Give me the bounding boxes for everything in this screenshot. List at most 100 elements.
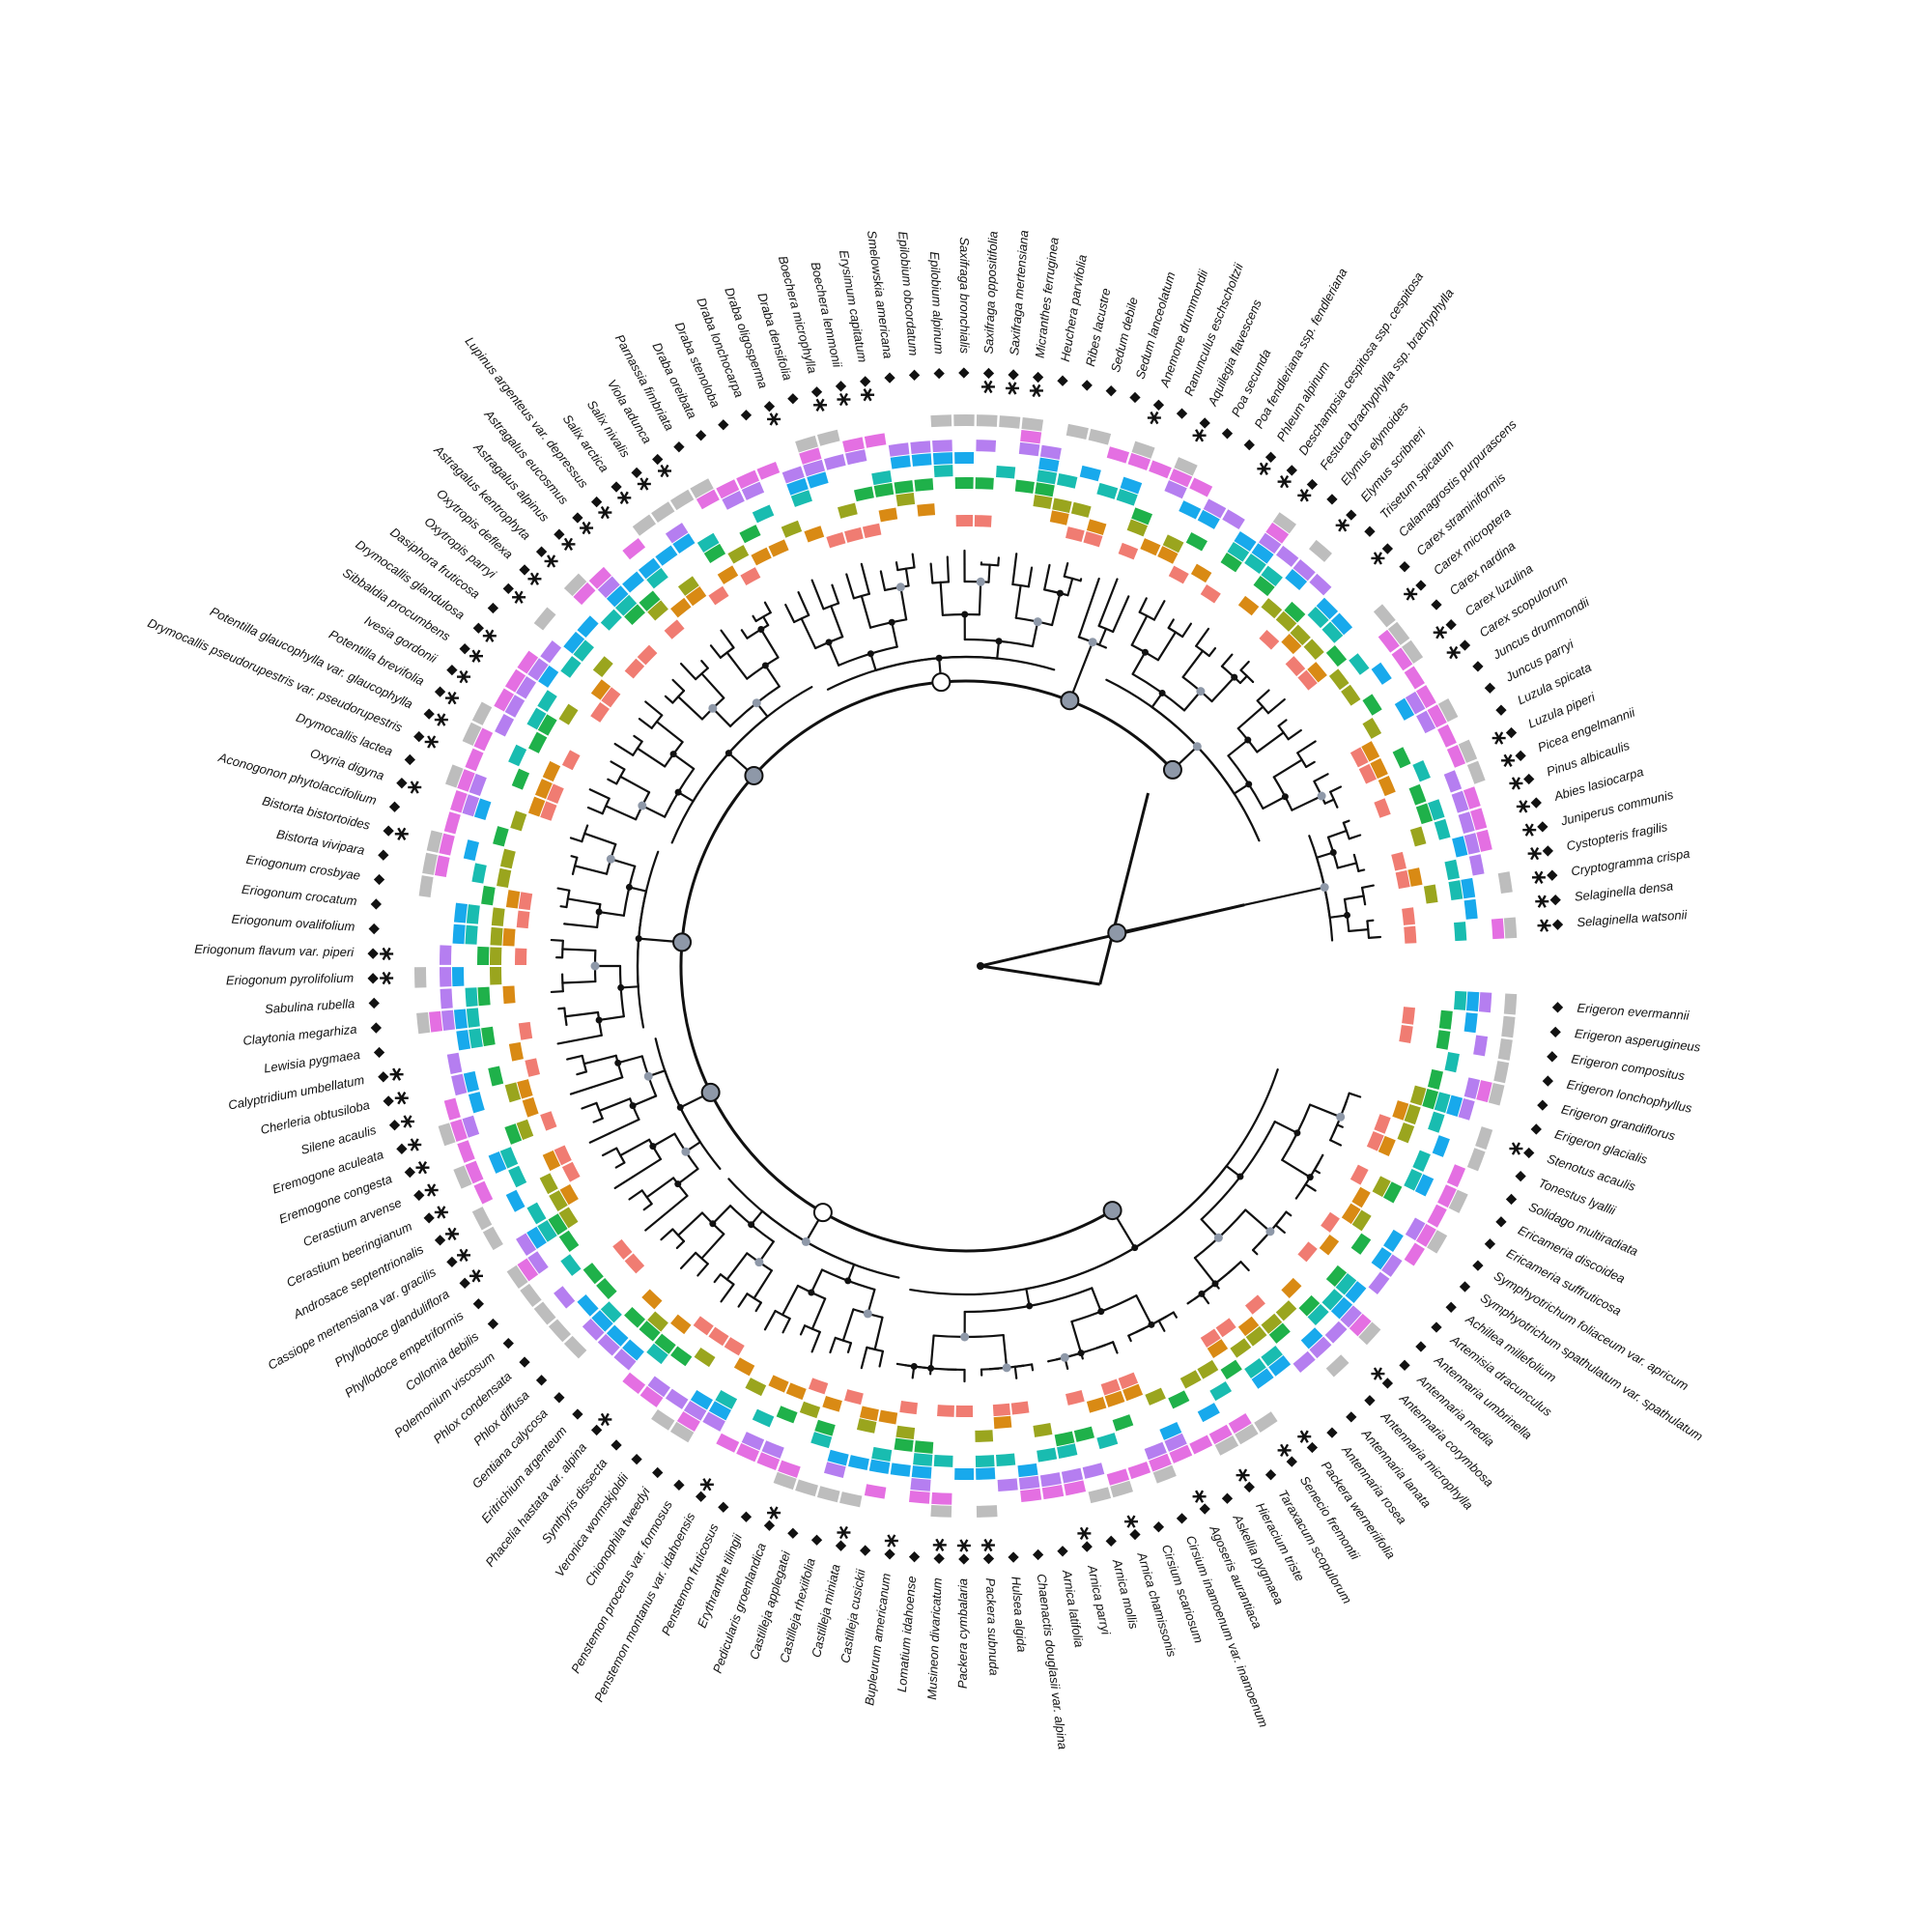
trait-block <box>1404 925 1417 944</box>
trait-block <box>745 1378 767 1397</box>
trait-block <box>690 478 714 498</box>
trait-block <box>1061 1467 1084 1484</box>
trait-block <box>1189 477 1213 497</box>
tip-branch <box>1348 1092 1362 1098</box>
trait-block <box>601 687 621 708</box>
trait-block <box>1325 645 1348 668</box>
trait-block <box>1298 1294 1321 1317</box>
diamond-icon <box>554 528 565 540</box>
diamond-icon <box>611 481 622 493</box>
clade-arc <box>595 1101 604 1120</box>
asterisk-icon <box>598 1412 612 1427</box>
trait-block <box>1220 1359 1242 1379</box>
trait-block <box>773 1471 797 1491</box>
trait-block <box>814 1419 836 1436</box>
internal-node <box>676 1103 684 1111</box>
internal-node <box>761 662 769 669</box>
trait-block <box>1096 1433 1119 1450</box>
diamond-icon <box>982 367 995 380</box>
diamond-icon <box>787 393 799 405</box>
internal-branch <box>1244 1208 1272 1233</box>
internal-node <box>635 935 642 943</box>
trait-block <box>1088 1487 1112 1504</box>
trait-block <box>506 1264 528 1289</box>
trait-block <box>1443 770 1463 793</box>
internal-node <box>638 801 647 810</box>
trait-block <box>1444 859 1460 881</box>
asterisk-icon <box>415 1161 430 1175</box>
trait-block <box>690 1389 713 1410</box>
trait-block <box>516 675 537 699</box>
clade-arc <box>614 1054 624 1079</box>
internal-node <box>674 788 682 796</box>
trait-block <box>1200 584 1221 604</box>
trait-block <box>1162 534 1184 554</box>
trait-block <box>1415 803 1434 825</box>
clade-arc <box>1274 1210 1288 1227</box>
tip-branch <box>1266 697 1286 715</box>
trait-block <box>504 668 526 693</box>
tip-branch <box>581 1101 598 1110</box>
internal-node <box>1088 638 1097 647</box>
trait-block <box>1432 1135 1450 1157</box>
trait-block <box>736 469 760 490</box>
trait-block <box>672 533 696 554</box>
diamond-icon <box>434 686 446 697</box>
trait-block <box>878 1409 898 1425</box>
asterisk-icon <box>1192 1490 1207 1503</box>
trait-block <box>839 1492 863 1508</box>
tip-branch <box>763 1309 777 1331</box>
tip-branch <box>781 1317 791 1334</box>
trait-block <box>1328 668 1350 691</box>
trait-block <box>527 658 549 681</box>
clade-arc <box>774 1309 791 1321</box>
trait-block <box>917 503 936 517</box>
trait-block <box>1251 1368 1274 1389</box>
trait-block <box>1392 747 1411 769</box>
diamond-icon <box>740 1511 753 1522</box>
tip-branch <box>588 1132 611 1144</box>
tip-branch <box>1208 647 1217 658</box>
trait-block <box>590 701 610 723</box>
trait-block <box>1434 1092 1451 1114</box>
clade-node <box>1162 759 1182 780</box>
trait-block <box>1244 553 1266 574</box>
trait-block <box>953 414 975 427</box>
trait-block <box>914 1440 934 1454</box>
internal-node <box>1026 1302 1034 1310</box>
trait-block <box>451 1073 468 1096</box>
trait-block <box>756 461 781 480</box>
internal-branch <box>1309 1103 1342 1119</box>
trait-block <box>1245 1325 1267 1347</box>
trait-block <box>693 1316 714 1336</box>
trait-block <box>873 482 895 497</box>
trait-block <box>1020 429 1042 444</box>
diamond-icon <box>787 1527 799 1539</box>
trait-block <box>1444 1051 1460 1073</box>
trait-block <box>646 1343 668 1365</box>
trait-block <box>651 501 675 524</box>
trait-block <box>937 1405 954 1417</box>
clade-arc <box>1127 1327 1146 1337</box>
internal-branch <box>636 747 667 768</box>
trait-block <box>1405 1217 1426 1241</box>
trait-block <box>1215 1318 1236 1338</box>
trait-block <box>471 863 487 884</box>
trait-block <box>1237 1316 1260 1337</box>
internal-node <box>752 698 761 708</box>
taxon-label: Epilobium obcordatum <box>895 231 921 356</box>
clade-arc <box>1342 1092 1350 1111</box>
internal-branch <box>987 563 991 583</box>
diamond-icon <box>763 401 776 412</box>
trait-block <box>1039 1472 1062 1488</box>
diamond-icon <box>1105 385 1117 397</box>
tip-branch <box>1329 1139 1343 1147</box>
trait-block <box>549 1190 568 1211</box>
trait-block <box>1503 917 1518 939</box>
trait-block <box>1258 532 1282 554</box>
tip-branch <box>1181 622 1193 639</box>
trait-block <box>1373 604 1396 628</box>
diamond-icon <box>810 1534 823 1546</box>
diamond-icon <box>413 1189 425 1202</box>
taxon-label: Packera cymbalaria <box>955 1578 970 1689</box>
